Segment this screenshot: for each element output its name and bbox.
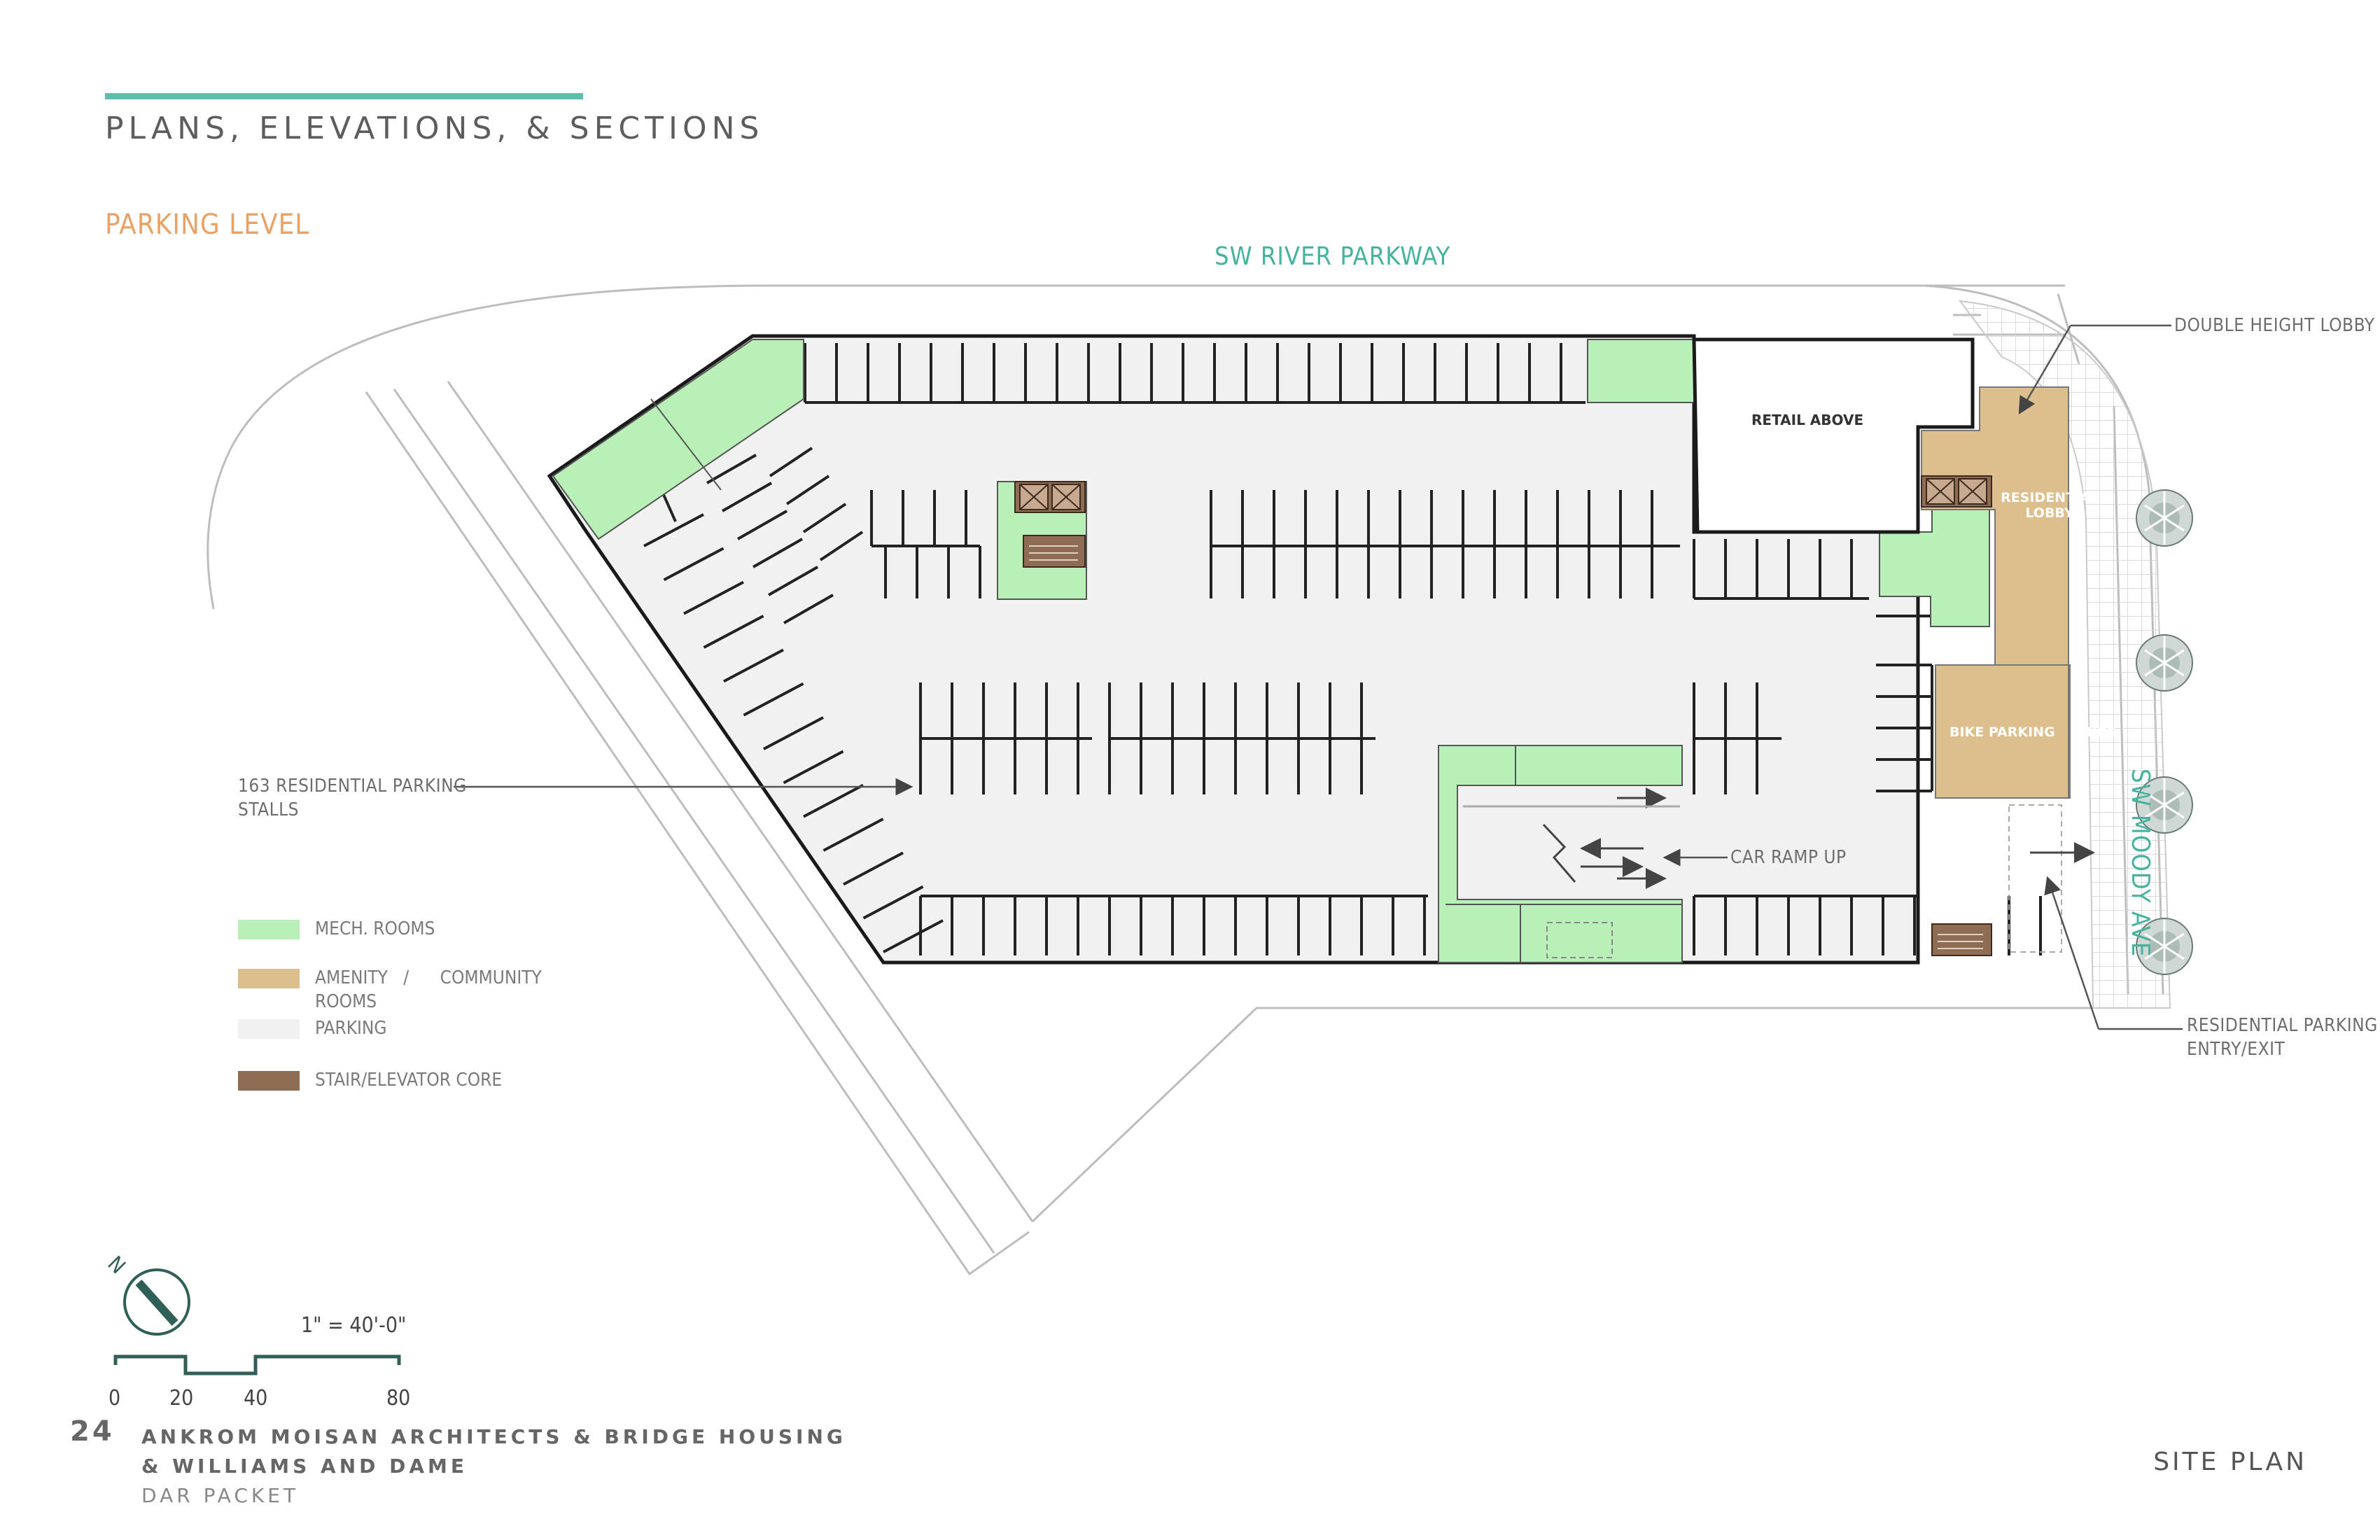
stall-line	[783, 594, 834, 624]
footer-firms-line2: & WILLIAMS AND DAME	[141, 1455, 468, 1478]
lobby-label-line2: LOBBY	[2025, 505, 2074, 521]
scale-tick-20: 20	[169, 1386, 194, 1410]
header-accent-bar	[105, 93, 583, 99]
page-title: PLANS, ELEVATIONS, & SECTIONS	[105, 111, 764, 146]
retail-above-label: RETAIL ABOVE	[1751, 412, 1864, 428]
stall-line	[803, 783, 864, 818]
stall-line	[683, 580, 744, 615]
stall-line	[843, 851, 904, 886]
bike-parking-label: BIKE PARKING	[1949, 724, 2055, 740]
double-height-lobby-callout: DOUBLE HEIGHT LOBBY	[2174, 315, 2375, 336]
stall-line	[785, 475, 830, 505]
page-number: 24	[70, 1415, 115, 1448]
legend-label-parking: PARKING	[315, 1018, 387, 1039]
footer-firms-line1: ANKROM MOISAN ARCHITECTS & BRIDGE HOUSIN…	[141, 1425, 846, 1448]
stall-line	[663, 547, 724, 582]
legend-swatch-parking	[238, 1019, 300, 1039]
page-subtitle: PARKING LEVEL	[105, 209, 310, 241]
legend-label-amenity: AMENITY / COMMUNITY ROOMS	[315, 967, 547, 1012]
stall-line	[643, 513, 704, 547]
residential-lobby-label: RESIDENTIAL LOBBY	[2001, 490, 2099, 521]
stall-line	[752, 538, 803, 568]
street-label-river-parkway: SW RIVER PARKWAY	[1214, 242, 1451, 271]
scale-ratio: 1" = 40'-0"	[301, 1313, 407, 1338]
stall-line	[819, 531, 864, 561]
callout-leaders	[454, 324, 2183, 1030]
legend-swatch-mech	[238, 920, 300, 939]
scale-bar-icon	[113, 1354, 401, 1376]
stall-line	[783, 750, 844, 785]
parking-stalls	[615, 343, 2042, 955]
entry-callout-line1: RESIDENTIAL PARKING	[2187, 1015, 2378, 1036]
lobby-label-line1: RESIDENTIAL	[2001, 490, 2099, 505]
legend-label-mech: MECH. ROOMS	[315, 918, 435, 939]
legend-swatch-core	[238, 1071, 300, 1091]
stall-line	[743, 682, 804, 717]
street-label-moody-ave: SW MOODY AVE	[2126, 769, 2155, 958]
stall-line	[768, 566, 818, 596]
north-arrow-icon	[123, 1268, 190, 1336]
bikes-label: BIKES	[2072, 724, 2116, 740]
stall-line	[722, 482, 772, 512]
stall-line	[737, 510, 788, 540]
parking-stall-count-callout: 163 RESIDENTIAL PARKING STALLS	[238, 774, 467, 822]
parking-entry-callout: RESIDENTIAL PARKING ENTRY/EXIT	[2187, 1014, 2378, 1061]
stalls-callout-line2: STALLS	[238, 799, 300, 820]
scale-tick-80: 80	[386, 1386, 411, 1410]
stall-line	[862, 885, 924, 920]
north-arrow-and-scale	[113, 1268, 401, 1376]
scale-tick-0: 0	[108, 1386, 121, 1410]
sheet-label: SITE PLAN	[2153, 1448, 2307, 1476]
car-ramp-callout: CAR RAMP UP	[1730, 847, 1847, 868]
retail-above-area	[1692, 337, 1975, 534]
residential-lobby-area	[1921, 386, 2071, 799]
stair-elevator-cores	[1014, 475, 1992, 956]
stall-line	[802, 503, 847, 533]
stall-line	[769, 447, 813, 477]
stall-line	[763, 716, 824, 750]
stall-line	[822, 818, 884, 852]
street-trees	[2136, 489, 2193, 975]
legend-swatch-amenity	[238, 969, 300, 988]
stalls-callout-line1: 163 RESIDENTIAL PARKING	[238, 776, 467, 797]
stall-line	[883, 919, 944, 953]
footer-document-name: DAR PACKET	[141, 1484, 300, 1507]
entry-zone	[2008, 804, 2062, 953]
stall-line	[723, 648, 784, 683]
legend-label-core: STAIR/ELEVATOR CORE	[315, 1070, 503, 1091]
ramp-arrows	[1463, 788, 2095, 889]
stall-line	[706, 454, 757, 484]
entry-callout-line2: ENTRY/EXIT	[2187, 1039, 2286, 1060]
scale-tick-40: 40	[244, 1386, 268, 1410]
stall-line	[703, 615, 764, 649]
